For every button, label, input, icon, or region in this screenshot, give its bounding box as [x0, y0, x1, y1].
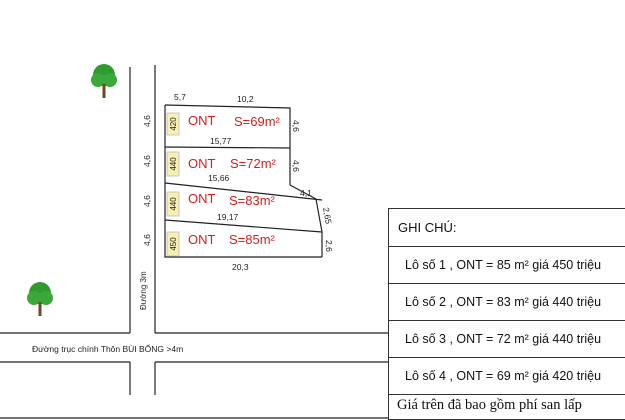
- main-road-label: Đường trục chính Thôn BÙI BỐNG >4m: [32, 343, 183, 354]
- notes-title: GHI CHÚ:: [389, 209, 625, 247]
- dimension-label: 2,6: [324, 240, 334, 252]
- dimension-label: 20,3: [232, 262, 249, 272]
- price-tag-text: 450: [169, 237, 178, 251]
- boundary-line-1: [164, 146, 291, 149]
- note-item-lot-2: Lô số 2 , ONT = 83 m² giá 440 triệu: [389, 284, 625, 321]
- lot-boundaries: [164, 104, 323, 258]
- tree-icon: [91, 64, 117, 98]
- boundary-line-2: [164, 182, 323, 201]
- tree-icon: [27, 282, 53, 316]
- dimension-label: 4,6: [142, 234, 152, 246]
- price-tag-text: 420: [169, 117, 178, 131]
- boundary-lot-3-4-right: [289, 184, 323, 257]
- dimension-label: 2,65: [321, 207, 334, 225]
- price-tag-text: 440: [169, 157, 178, 171]
- note-item-lot-4: Lô số 4 , ONT = 69 m² giá 420 triệu: [389, 358, 625, 395]
- lot-area: S=69m²: [234, 114, 281, 129]
- boundary-left-bottom: [164, 105, 322, 258]
- roads: [0, 65, 388, 419]
- note-item-lot-1: Lô số 1 , ONT = 85 m² giá 450 triệu: [389, 247, 625, 284]
- price-tag-lot-4: [166, 112, 180, 136]
- dimension-label: 4,1: [300, 188, 312, 198]
- lot-label: ONT: [188, 156, 216, 171]
- dimension-label: 15,77: [210, 136, 232, 146]
- dimension-label: 15,66: [208, 173, 230, 183]
- boundary-line-3: [164, 219, 323, 233]
- dimension-label: 4,6: [291, 160, 301, 172]
- lot-price-tags: [166, 112, 180, 257]
- dimension-label: 5,7: [174, 92, 186, 102]
- boundary-lot-1-top-right: [164, 104, 291, 148]
- dimension-label: 4,6: [142, 195, 152, 207]
- dimension-label: 19,17: [217, 212, 239, 222]
- lot-label: ONT: [188, 191, 216, 206]
- price-tag-text: 440: [169, 197, 178, 211]
- lot-label: ONT: [188, 113, 216, 128]
- lot-area: S=83m²: [229, 193, 276, 208]
- dimension-label: 4,6: [142, 155, 152, 167]
- dimension-label: 4,6: [291, 120, 301, 132]
- price-note: Giá trên đã bao gồm phí san lấp: [397, 397, 582, 413]
- side-road-label: Đường 3m: [139, 271, 148, 310]
- price-tag-lot-1: [166, 231, 180, 257]
- dimension-label: 10,2: [237, 94, 254, 104]
- lot-label: ONT: [188, 232, 216, 247]
- dimension-label: 4,6: [142, 115, 152, 127]
- lot-area: S=85m²: [229, 232, 276, 247]
- notes-table: GHI CHÚ: Lô số 1 , ONT = 85 m² giá 450 t…: [388, 208, 625, 420]
- lot-area: S=72m²: [230, 156, 277, 171]
- price-tag-lot-2: [166, 191, 180, 217]
- price-tag-lot-3: [166, 151, 180, 177]
- note-item-lot-3: Lô số 3 , ONT = 72 m² giá 440 triệu: [389, 321, 625, 358]
